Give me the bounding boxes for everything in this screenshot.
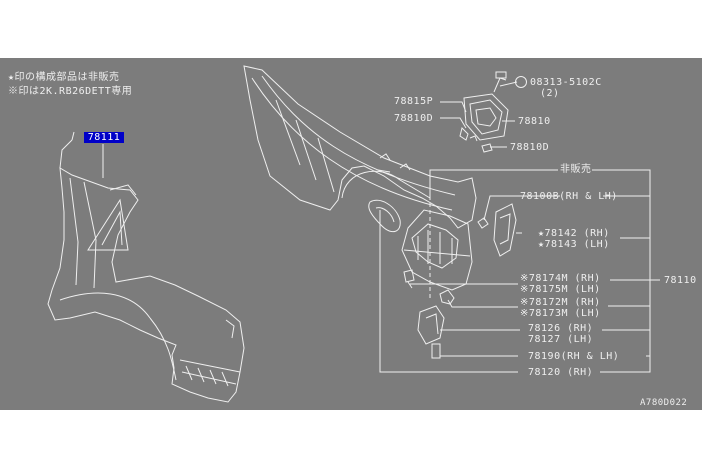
part-78111-label-selected[interactable]: 78111 xyxy=(84,132,124,143)
fuel-lid-drawing xyxy=(368,199,401,233)
clip-78100B-drawing xyxy=(477,217,489,229)
figure-code: A780D022 xyxy=(640,398,688,408)
part-78190-drawing xyxy=(431,343,441,359)
part-78126-label[interactable]: 78126 (RH) xyxy=(528,323,594,334)
quarter-panel-left-drawing xyxy=(47,131,245,403)
extension-78126-drawing xyxy=(417,305,445,345)
part-78810D-label-left[interactable]: 78810D xyxy=(394,113,434,124)
note-not-sold: ★印の構成部品は非販売 xyxy=(8,72,120,83)
part-78175M-label[interactable]: ※78175M (LH) xyxy=(520,284,601,295)
part-78172M-label[interactable]: ※78172M (RH) xyxy=(520,297,601,308)
part-78127-label[interactable]: 78127 (LH) xyxy=(528,334,594,345)
quarter-panel-right-drawing xyxy=(243,65,477,229)
bolt-code-label[interactable]: 08313-5102C xyxy=(530,77,602,88)
bracket-78142-drawing xyxy=(493,203,517,257)
part-78815P-label[interactable]: 78815P xyxy=(394,96,434,107)
part-78190-label[interactable]: 78190(RH & LH) xyxy=(528,351,620,362)
bolt-s-symbol xyxy=(515,76,527,88)
note-engine-only: ※印は2K.RB26DETT専用 xyxy=(8,86,133,97)
part-78142-label[interactable]: ★78142 (RH) xyxy=(538,228,610,239)
part-78174M-label[interactable]: ※78174M (RH) xyxy=(520,273,601,284)
part-78173M-label[interactable]: ※78173M (LH) xyxy=(520,308,601,319)
part-78143-label[interactable]: ★78143 (LH) xyxy=(538,239,610,250)
inner-panel-drawing xyxy=(401,196,473,300)
part-78120-label[interactable]: 78120 (RH) xyxy=(528,367,594,378)
filler-housing-drawing xyxy=(463,93,509,141)
part-78100B-label[interactable]: 78100B(RH & LH) xyxy=(520,191,618,202)
bracket-78174M-drawing xyxy=(403,269,415,289)
bracket-78172M-drawing xyxy=(439,289,455,305)
not-sold-label: 非販売 xyxy=(560,164,592,175)
part-78110-label[interactable]: 78110 xyxy=(664,275,697,286)
part-78810D-label-right[interactable]: 78810D xyxy=(510,142,550,153)
part-78810-label[interactable]: 78810 xyxy=(518,116,551,127)
diagram-panel xyxy=(0,58,702,410)
bolt-qty-label: (2) xyxy=(540,88,560,99)
